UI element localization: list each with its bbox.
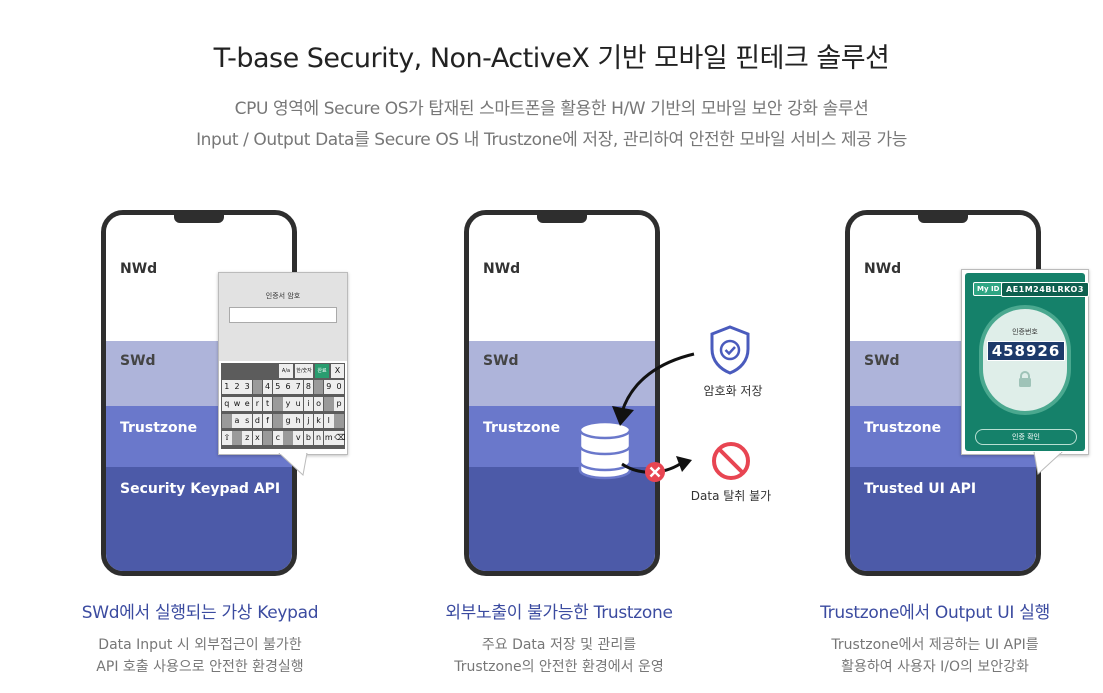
api-band: [469, 467, 655, 571]
keypad-key[interactable]: k: [313, 414, 324, 428]
keypad-blank-key[interactable]: [222, 414, 232, 428]
subtitle-line-2: Input / Output Data를 Secure OS 내 Trustzo…: [196, 130, 907, 150]
keypad-key[interactable]: c: [273, 431, 283, 445]
encrypted-storage-label: 암호화 저장: [703, 384, 763, 398]
keypad-key[interactable]: z: [242, 431, 252, 445]
keypad-key[interactable]: 5: [273, 380, 283, 394]
key-done[interactable]: 완료: [315, 364, 329, 378]
keypad-key[interactable]: q: [222, 397, 232, 411]
keypad-blank-key[interactable]: [313, 380, 324, 394]
keypad-key[interactable]: d: [252, 414, 263, 428]
keypad-key[interactable]: 3: [242, 380, 252, 394]
keypad-key[interactable]: l: [324, 414, 334, 428]
store-arrow-icon: [612, 352, 695, 426]
nwd-band: NWd: [469, 215, 655, 341]
keypad-title: 인증서 암호: [265, 292, 301, 300]
keypad-key[interactable]: y: [283, 397, 293, 411]
blocked-icon: [712, 442, 750, 480]
keypad-key[interactable]: o: [313, 397, 324, 411]
auth-circle: 인증번호 458926: [979, 305, 1071, 415]
keypad-key[interactable]: g: [283, 414, 293, 428]
x-mark-icon: [645, 462, 665, 482]
keypad-key[interactable]: v: [293, 431, 303, 445]
keypad-blank-key[interactable]: [273, 397, 283, 411]
id-code: AE1M24BLRKO3: [1001, 282, 1089, 297]
caption-title-trustzone: 외부노출이 불가능한 Trustzone: [445, 603, 673, 623]
keypad-key[interactable]: x: [252, 431, 263, 445]
password-input[interactable]: [229, 307, 337, 323]
keypad-blank-key[interactable]: [283, 431, 293, 445]
keypad-key[interactable]: e: [242, 397, 252, 411]
trusted-ui-card: My ID AE1M24BLRKO3 인증번호 458926 인증 확인: [961, 269, 1089, 475]
caption-text-trusted-ui-1: Trustzone에서 제공하는 UI API를: [831, 637, 1039, 653]
keypad-key[interactable]: u: [293, 397, 303, 411]
keypad-key[interactable]: m: [324, 431, 334, 445]
shield-check-icon: [710, 325, 750, 375]
keypad-key[interactable]: a: [232, 414, 242, 428]
keypad-key[interactable]: 0: [334, 380, 344, 394]
keypad-key[interactable]: 4: [262, 380, 273, 394]
keypad-key[interactable]: s: [242, 414, 252, 428]
caption-text-keypad-2: API 호출 사용으로 안전한 환경실행: [96, 659, 304, 675]
keypad-key[interactable]: w: [232, 397, 242, 411]
keypad-key[interactable]: 2: [232, 380, 242, 394]
keypad-key[interactable]: n: [313, 431, 324, 445]
keypad-key[interactable]: 1: [222, 380, 232, 394]
caption-text-trustzone-2: Trustzone의 안전한 환경에서 운영: [454, 659, 664, 675]
keypad-key[interactable]: f: [262, 414, 273, 428]
api-band: Security Keypad API: [106, 467, 292, 571]
key-case[interactable]: A/a: [279, 364, 293, 378]
keypad-blank-key[interactable]: [273, 414, 283, 428]
keypad-key[interactable]: r: [252, 397, 263, 411]
key-close[interactable]: X: [331, 364, 344, 378]
caption-title-trusted-ui: Trustzone에서 Output UI 실행: [820, 603, 1050, 623]
phone-trustzone: NWd SWd Trustzone: [464, 210, 660, 576]
keypad-blank-key[interactable]: [252, 380, 263, 394]
auth-confirm-button[interactable]: 인증 확인: [975, 429, 1077, 445]
phone-notch: [537, 215, 587, 223]
caption-text-keypad-1: Data Input 시 외부접근이 불가한: [98, 637, 302, 653]
key-lang[interactable]: 한/숫자: [295, 364, 313, 378]
keypad-key[interactable]: ⌫: [334, 431, 346, 445]
caption-title-keypad: SWd에서 실행되는 가상 Keypad: [81, 603, 319, 623]
keypad-key[interactable]: 6: [283, 380, 293, 394]
keypad-key[interactable]: t: [262, 397, 273, 411]
otp-code: 458926: [987, 341, 1065, 361]
data-theft-blocked-label: Data 탈취 불가: [690, 489, 772, 503]
caption-text-trustzone-1: 주요 Data 저장 및 관리를: [481, 637, 637, 653]
keypad-blank-key[interactable]: [262, 431, 273, 445]
popup-tail-icon: [278, 453, 308, 476]
keypad-key[interactable]: p: [334, 397, 344, 411]
api-band: Trusted UI API: [850, 467, 1036, 571]
keypad-key[interactable]: 9: [324, 380, 334, 394]
keypad-key[interactable]: 7: [293, 380, 303, 394]
keypad-key[interactable]: b: [303, 431, 314, 445]
keypad-key[interactable]: 8: [303, 380, 314, 394]
swd-band: SWd: [469, 341, 655, 406]
lock-icon: [1019, 371, 1031, 387]
keypad-header: 인증서 암호: [219, 273, 347, 361]
keypad-blank-key[interactable]: [334, 414, 344, 428]
subtitle-line-1: CPU 영역에 Secure OS가 탑재된 스마트폰을 활용한 H/W 기반의…: [234, 99, 869, 119]
phone-notch: [918, 215, 968, 223]
keypad-blank-key[interactable]: [324, 397, 334, 411]
my-id-badge: My ID: [973, 282, 1004, 296]
card-body: My ID AE1M24BLRKO3 인증번호 458926 인증 확인: [965, 273, 1089, 451]
keypad-blank-key[interactable]: [232, 431, 242, 445]
auth-number-label: 인증번호: [1012, 328, 1038, 336]
keypad-key[interactable]: ⇧: [222, 431, 232, 445]
keypad-key[interactable]: i: [303, 397, 314, 411]
keypad-key[interactable]: h: [293, 414, 303, 428]
popup-tail-icon: [1033, 452, 1063, 475]
database-icon: [578, 420, 632, 480]
page-title: T-base Security, Non-ActiveX 기반 모바일 핀테크 …: [213, 43, 890, 74]
caption-text-trusted-ui-2: 활용하여 사용자 I/O의 보안강화: [841, 659, 1029, 675]
keypad-key[interactable]: j: [303, 414, 314, 428]
phone-notch: [174, 215, 224, 223]
